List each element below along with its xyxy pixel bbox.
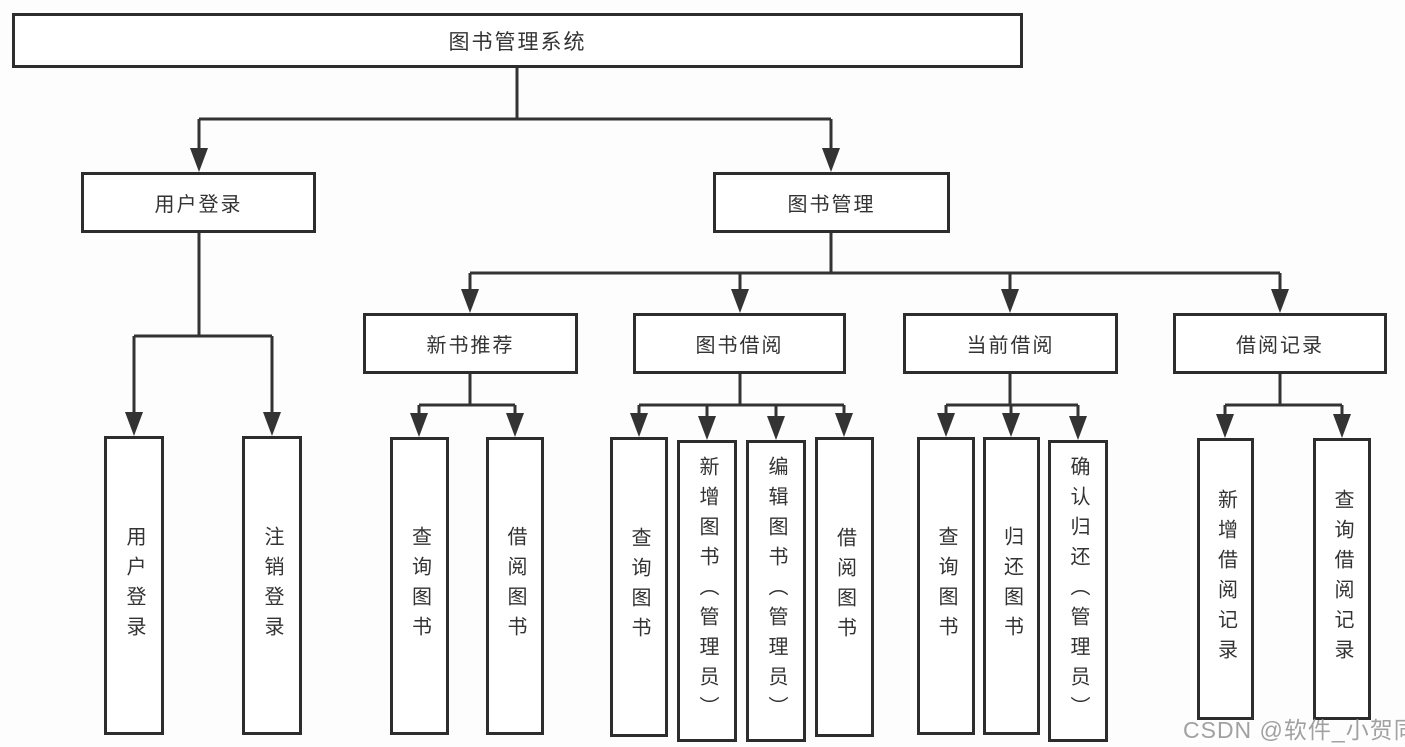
leaf-add-borrow-record: 新增借阅记录: [1197, 438, 1254, 720]
leaf-return-books-label: 归还图书: [1000, 526, 1023, 646]
node-root: 图书管理系统: [12, 13, 1023, 68]
leaf-newrec-borrow-books-label: 借阅图书: [504, 526, 526, 646]
node-book-management-label: 图书管理: [787, 194, 876, 216]
node-book-borrowing-label: 图书借阅: [695, 335, 784, 357]
leaf-confirm-return-admin-label: 确认归还（管理员）: [1067, 456, 1089, 726]
leaf-add-book-admin: 新增图书（管理员）: [677, 440, 737, 742]
leaf-borrowing-query-books-label: 查询图书: [628, 527, 650, 647]
node-current-borrowing: 当前借阅: [903, 313, 1118, 374]
node-new-book-recommend-label: 新书推荐: [426, 335, 515, 357]
node-current-borrowing-label: 当前借阅: [966, 335, 1055, 357]
leaf-edit-book-admin: 编辑图书（管理员）: [746, 440, 806, 742]
node-user-login-branch-label: 用户登录: [154, 194, 243, 216]
leaf-query-borrow-record: 查询借阅记录: [1313, 438, 1371, 720]
leaf-add-borrow-record-label: 新增借阅记录: [1214, 489, 1237, 669]
leaf-borrowing-borrow-books: 借阅图书: [815, 437, 874, 737]
leaf-edit-book-admin-label: 编辑图书（管理员）: [765, 456, 787, 726]
node-borrow-records-label: 借阅记录: [1236, 335, 1324, 357]
leaf-logout: 注销登录: [242, 436, 302, 735]
leaf-user-login-label: 用户登录: [123, 525, 145, 646]
leaf-borrowing-query-books: 查询图书: [610, 437, 668, 737]
leaf-newrec-query-books-label: 查询图书: [408, 526, 431, 646]
leaf-current-query-books-label: 查询图书: [935, 526, 957, 646]
leaf-return-books: 归还图书: [983, 437, 1040, 735]
leaf-user-login: 用户登录: [104, 436, 164, 735]
leaf-newrec-query-books: 查询图书: [390, 437, 449, 735]
node-new-book-recommend: 新书推荐: [363, 313, 578, 374]
leaf-query-borrow-record-label: 查询借阅记录: [1331, 489, 1353, 669]
leaf-logout-label: 注销登录: [261, 525, 283, 646]
leaf-borrowing-borrow-books-label: 借阅图书: [833, 527, 856, 647]
node-book-management: 图书管理: [713, 172, 950, 233]
leaf-current-query-books: 查询图书: [917, 437, 975, 735]
leaf-add-book-admin-label: 新增图书（管理员）: [696, 456, 718, 726]
connector-strokes: [132, 68, 1344, 436]
leaf-confirm-return-admin: 确认归还（管理员）: [1048, 440, 1108, 742]
leaf-newrec-borrow-books: 借阅图书: [486, 437, 544, 735]
arrowheads: [125, 148, 1351, 440]
node-book-borrowing: 图书借阅: [633, 313, 846, 374]
csdn-watermark: CSDN @软件_小贺同学: [1183, 717, 1405, 743]
node-borrow-records: 借阅记录: [1173, 313, 1387, 374]
node-user-login-branch: 用户登录: [81, 172, 316, 233]
node-root-label: 图书管理系统: [448, 30, 587, 54]
